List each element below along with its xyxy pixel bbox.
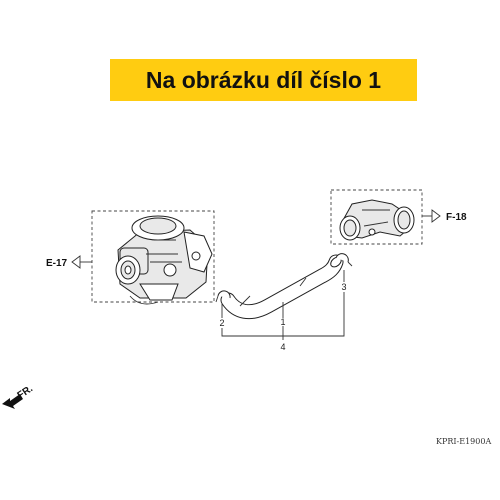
- carburetor-ref-arrow-icon: [71, 255, 81, 269]
- front-direction-indicator: FR.: [2, 383, 35, 409]
- callout-lines: [221, 270, 345, 340]
- front-arrow-icon: [2, 394, 23, 409]
- intake-manifold-illustration: [339, 199, 415, 241]
- diagram-code: KPRI-E1900A: [436, 437, 491, 446]
- callout-4: 4: [280, 342, 285, 352]
- clamp-left: [215, 290, 231, 303]
- clamp-right: [335, 253, 353, 267]
- breather-hose: [220, 254, 344, 320]
- carburetor-illustration: [115, 215, 213, 305]
- manifold-group: [330, 189, 441, 245]
- banner-text: Na obrázku díl číslo 1: [145, 66, 382, 93]
- manifold-ref-arrow-icon: [431, 209, 441, 223]
- ref-label-right: F-18: [446, 212, 467, 223]
- part-number-banner: Na obrázku díl číslo 1: [110, 59, 417, 101]
- ref-label-left: E-17: [46, 258, 68, 269]
- carburetor-dashed-frame: [91, 210, 215, 303]
- callout-1: 1: [280, 317, 285, 327]
- callout-2: 2: [219, 318, 224, 328]
- callout-3: 3: [341, 282, 346, 292]
- carburetor-group: [71, 210, 215, 305]
- manifold-dashed-frame: [330, 189, 423, 245]
